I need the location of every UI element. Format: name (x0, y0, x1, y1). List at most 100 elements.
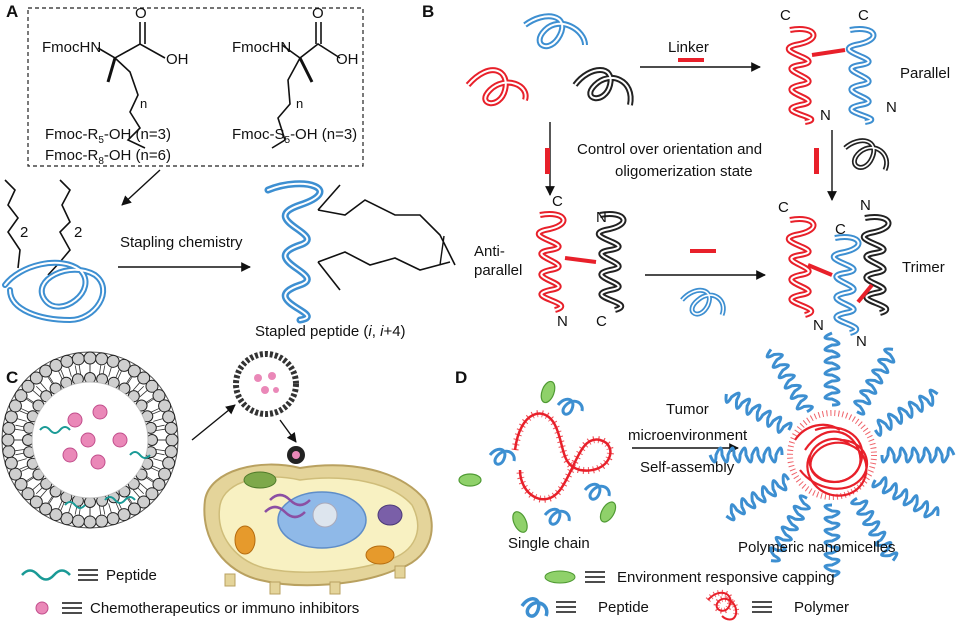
lipid-tail (14, 448, 25, 452)
stapled-peptide-helix (264, 180, 456, 324)
equivalence-symbol-d1 (585, 571, 605, 583)
parallel-n-left: N (820, 107, 831, 124)
carbonyl-o-left: O (135, 5, 147, 22)
linker-bar-vertical-left (545, 148, 550, 174)
lipid-tail (47, 495, 53, 504)
lipid-tail (15, 452, 24, 456)
added-black-peptide (843, 138, 890, 172)
parallel-c-left: C (780, 7, 791, 24)
lipid-tail (26, 397, 35, 403)
parallel-label: Parallel (900, 65, 950, 82)
lipid-tail (115, 369, 120, 378)
r-amino-acid-structure (97, 22, 166, 149)
control-line-2: oligomerization state (615, 163, 753, 180)
lipid-tail (137, 487, 145, 495)
lipid-head (8, 399, 22, 413)
polymeric-nanomicelle (708, 331, 956, 579)
lipid-tail (145, 477, 154, 483)
lipid-head (95, 352, 109, 366)
r8-label: Fmoc-R8-OH (n=6) (45, 147, 171, 167)
lipid-head (117, 508, 131, 522)
tumor-label: Tumor (666, 401, 709, 418)
lipid-tail (155, 448, 166, 452)
lipid-tail (32, 389, 41, 398)
micelle-peptide-arms (708, 331, 956, 579)
vacuole (377, 504, 403, 526)
lipid-head (29, 371, 43, 385)
anti-c-left: C (552, 193, 563, 210)
panel-c-letter: C (6, 368, 18, 387)
anti-n-right: N (596, 209, 607, 226)
capping-legend-icon (544, 570, 576, 584)
micelle-peptide-arm (853, 347, 896, 416)
lipid-tail (102, 506, 106, 515)
lipid-tail (132, 382, 141, 391)
outer-lipid-heads (1, 351, 179, 529)
legend-peptide-c: Peptide (106, 567, 157, 584)
control-line-1: Control over orientation and (577, 141, 762, 158)
chloroplast-like-organelle (243, 471, 277, 489)
small-liposome (233, 351, 299, 417)
lipid-tail (98, 364, 102, 375)
lipid-tail (58, 499, 63, 510)
parallel-c-right: C (858, 7, 869, 24)
nanomicelles-label: Polymeric nanomicelles (738, 539, 896, 556)
trimer-n-blue: N (856, 333, 867, 350)
lipid-tail (156, 424, 165, 428)
lipid-head (4, 456, 18, 470)
micelle-peptide-arm (725, 473, 790, 522)
lipid-tail (35, 385, 43, 393)
lipid-head (137, 371, 151, 385)
lipid-head (165, 433, 179, 447)
drug-molecules (62, 404, 128, 470)
s-amino-acid-structure (271, 22, 341, 149)
lipid-tail (47, 376, 53, 385)
polymer-legend-icon (705, 589, 740, 621)
cell (203, 463, 433, 595)
lipid-tail (78, 505, 82, 516)
panel-d: D Single chain Tumor microenvironment Se… (455, 331, 956, 621)
lipid-tail (155, 428, 166, 432)
lipid-tail (149, 408, 160, 413)
lipid-tail (127, 376, 133, 385)
micelle-peptide-arm (823, 331, 841, 407)
legend-peptide-d: Peptide (598, 599, 649, 616)
lipid-tail (16, 418, 27, 422)
lipid-head (49, 358, 63, 372)
added-blue-peptide (680, 288, 726, 317)
lipid-head (83, 351, 97, 365)
linker-bar-trimer (690, 249, 716, 253)
lipid-head (1, 433, 15, 447)
lipid-head (21, 487, 35, 501)
micelle-peptide-arm (823, 503, 841, 579)
lipid-head (117, 358, 131, 372)
lipid-head (162, 456, 176, 470)
peptide-legend-icon-d (520, 597, 549, 618)
n-subscript-left: n (140, 96, 147, 111)
micelle-peptide-arm (724, 391, 793, 434)
micelle-peptide-arm (850, 497, 899, 562)
lipid-head (60, 354, 74, 368)
lipid-head (152, 477, 166, 491)
lipid-head (95, 514, 109, 528)
lipid-tail (39, 382, 48, 391)
lipid-tail (15, 424, 24, 428)
lipid-tail (19, 410, 28, 415)
free-peptide-black (572, 67, 634, 106)
anti-label-2: parallel (474, 262, 522, 279)
lipid-head (49, 508, 63, 522)
stapled-peptide-label: Stapled peptide (i, i+4) (255, 323, 406, 340)
lipid-head (14, 477, 28, 491)
micelle-peptide-arm (708, 446, 784, 464)
parallel-n-right: N (886, 99, 897, 116)
lipid-head (60, 512, 74, 526)
lipid-head (14, 389, 28, 403)
lipid-head (158, 399, 172, 413)
lipid-tail (152, 465, 161, 470)
legend-polymer: Polymer (794, 599, 849, 616)
antiparallel-dimer (535, 211, 627, 313)
arrow-to-incorporation (121, 169, 161, 206)
linker-label: Linker (668, 39, 709, 56)
lipid-tail (39, 489, 48, 498)
lipid-tail (153, 418, 164, 422)
